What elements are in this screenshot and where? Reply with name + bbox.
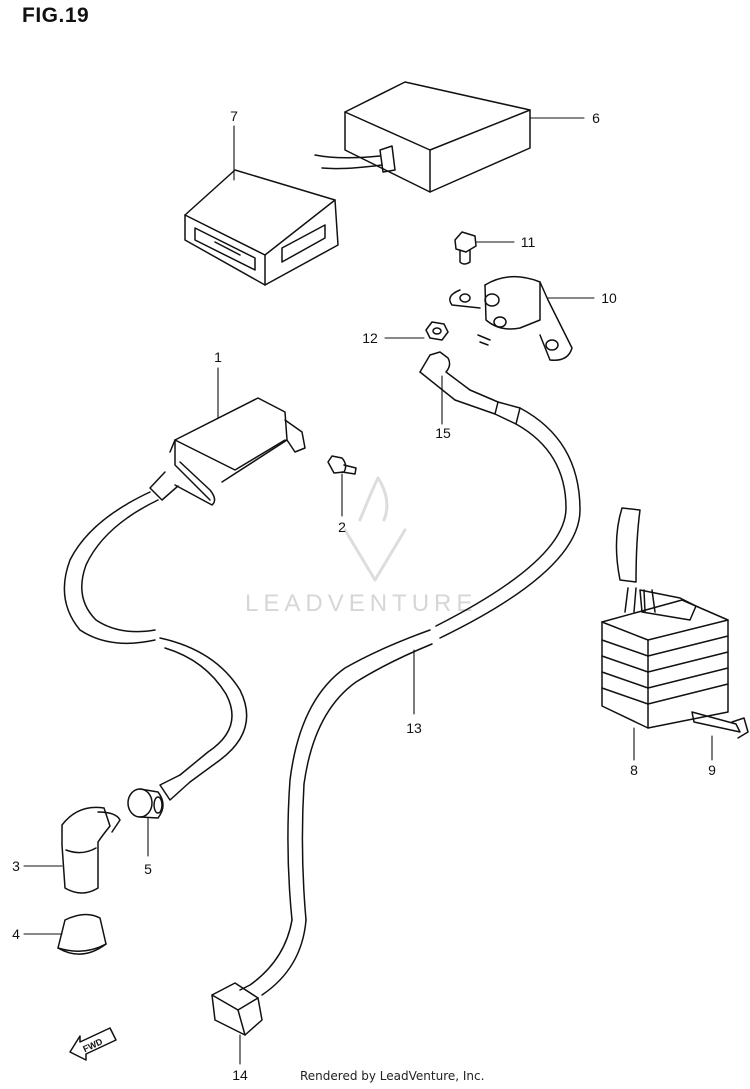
leader-lines: [23, 117, 713, 1065]
control-unit-6: [314, 81, 531, 193]
bolt-11: [454, 231, 477, 265]
bolt-9: [691, 711, 749, 739]
watermark-logo: [343, 476, 407, 582]
footer-credit: Rendered by LeadVenture, Inc.: [300, 1069, 485, 1083]
callout-4: 4: [12, 926, 20, 942]
battery-cable: [239, 351, 581, 996]
callout-12: 12: [362, 330, 378, 346]
watermark-text: LEADVENTURE: [245, 590, 478, 617]
callout-11: 11: [521, 234, 536, 250]
terminal-boot-14: [211, 982, 263, 1036]
grommet-5: [127, 788, 164, 819]
regulator-8: [601, 507, 729, 729]
screw-2: [327, 455, 357, 475]
callout-9: 9: [708, 762, 716, 778]
callout-7: 7: [230, 108, 238, 124]
nut-12: [425, 321, 449, 341]
ht-cord: [63, 491, 248, 801]
ecu-module-7: [184, 169, 339, 286]
callout-8: 8: [630, 762, 638, 778]
callout-6: 6: [592, 110, 600, 126]
callout-3: 3: [12, 858, 20, 874]
callout-13: 13: [406, 720, 422, 736]
callout-5: 5: [144, 861, 152, 877]
starter-relay-10: [449, 276, 573, 361]
callout-1: 1: [214, 349, 222, 365]
callout-10: 10: [601, 290, 617, 306]
callout-15: 15: [435, 425, 451, 441]
callout-2: 2: [338, 519, 346, 535]
callout-14: 14: [232, 1067, 248, 1083]
ignition-coil-1: [149, 397, 306, 506]
figure-title: FIG.19: [22, 4, 90, 27]
spark-plug-cap-3: [61, 806, 121, 894]
fwd-arrow: [69, 1027, 117, 1061]
rubber-cap-4: [57, 913, 107, 955]
